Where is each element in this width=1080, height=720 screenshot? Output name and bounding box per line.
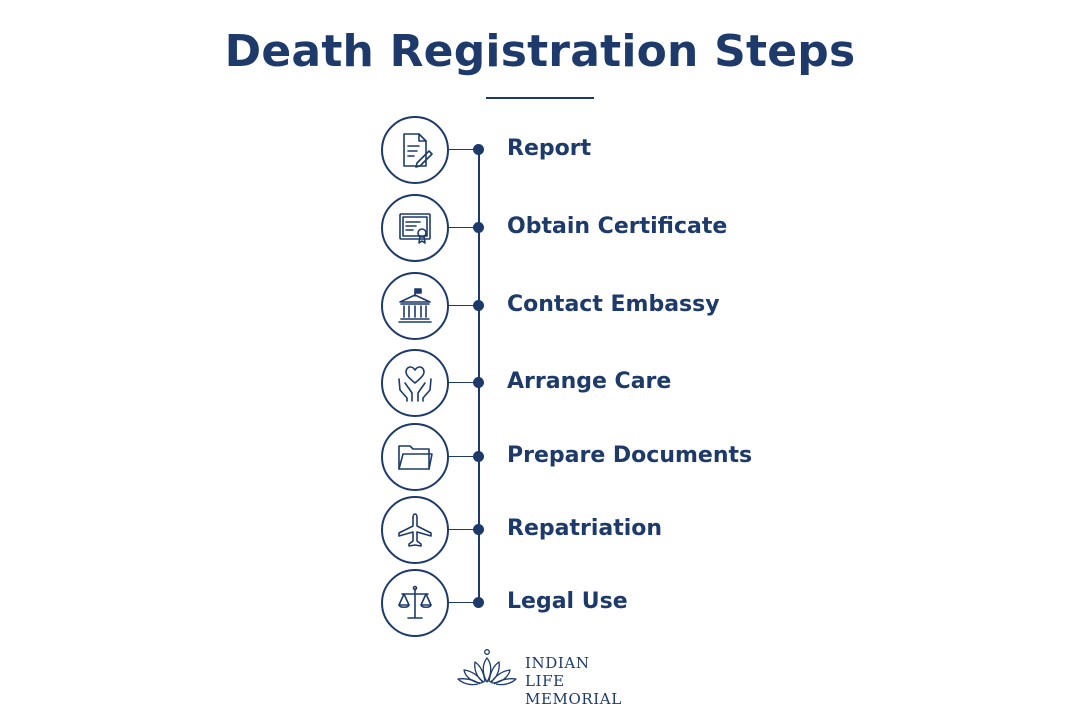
step-report: Report [0, 116, 1080, 186]
timeline-line [478, 149, 480, 603]
step-connector [449, 305, 475, 306]
step-dot [473, 524, 484, 535]
step-obtain-certificate: Obtain Certificate [0, 194, 1080, 264]
title-underline [486, 97, 594, 99]
step-dot [473, 300, 484, 311]
embassy-building-icon [398, 288, 432, 323]
step-label: Prepare Documents [507, 443, 753, 468]
step-icon-circle [381, 423, 449, 491]
step-legal-use: Legal Use [0, 569, 1080, 639]
step-dot [473, 144, 484, 155]
folder-icon [398, 445, 433, 470]
step-label: Obtain Certificate [507, 214, 728, 239]
step-icon-circle [381, 194, 449, 262]
step-dot [473, 451, 484, 462]
step-label: Arrange Care [507, 369, 672, 394]
step-repatriation: Repatriation [0, 496, 1080, 566]
airplane-icon [398, 513, 432, 547]
step-connector [449, 227, 475, 228]
step-label: Report [507, 136, 592, 161]
step-contact-embassy: Contact Embassy [0, 272, 1080, 342]
step-icon-circle [381, 569, 449, 637]
step-connector [449, 382, 475, 383]
step-connector [449, 602, 475, 603]
certificate-icon [399, 213, 431, 244]
step-connector [449, 456, 475, 457]
step-icon-circle [381, 116, 449, 184]
brand-name-line2: MEMORIAL [525, 690, 622, 708]
step-icon-circle [381, 272, 449, 340]
step-label: Contact Embassy [507, 292, 720, 317]
step-label: Repatriation [507, 516, 663, 541]
step-icon-circle [381, 349, 449, 417]
brand-name: INDIAN LIFE MEMORIAL [525, 654, 626, 708]
step-connector [449, 149, 475, 150]
lotus-icon [457, 649, 517, 686]
step-arrange-care: Arrange Care [0, 349, 1080, 419]
hands-heart-icon [398, 366, 432, 402]
page-title: Death Registration Steps [224, 26, 856, 77]
step-dot [473, 377, 484, 388]
step-connector [449, 529, 475, 530]
step-icon-circle [381, 496, 449, 564]
scales-of-justice-icon [398, 585, 432, 619]
document-pen-icon [403, 133, 433, 168]
step-dot [473, 222, 484, 233]
step-dot [473, 597, 484, 608]
step-prepare-documents: Prepare Documents [0, 423, 1080, 493]
step-label: Legal Use [507, 589, 628, 614]
brand-logo: INDIAN LIFE MEMORIAL [456, 648, 626, 708]
brand-name-line1: INDIAN LIFE [525, 654, 590, 690]
